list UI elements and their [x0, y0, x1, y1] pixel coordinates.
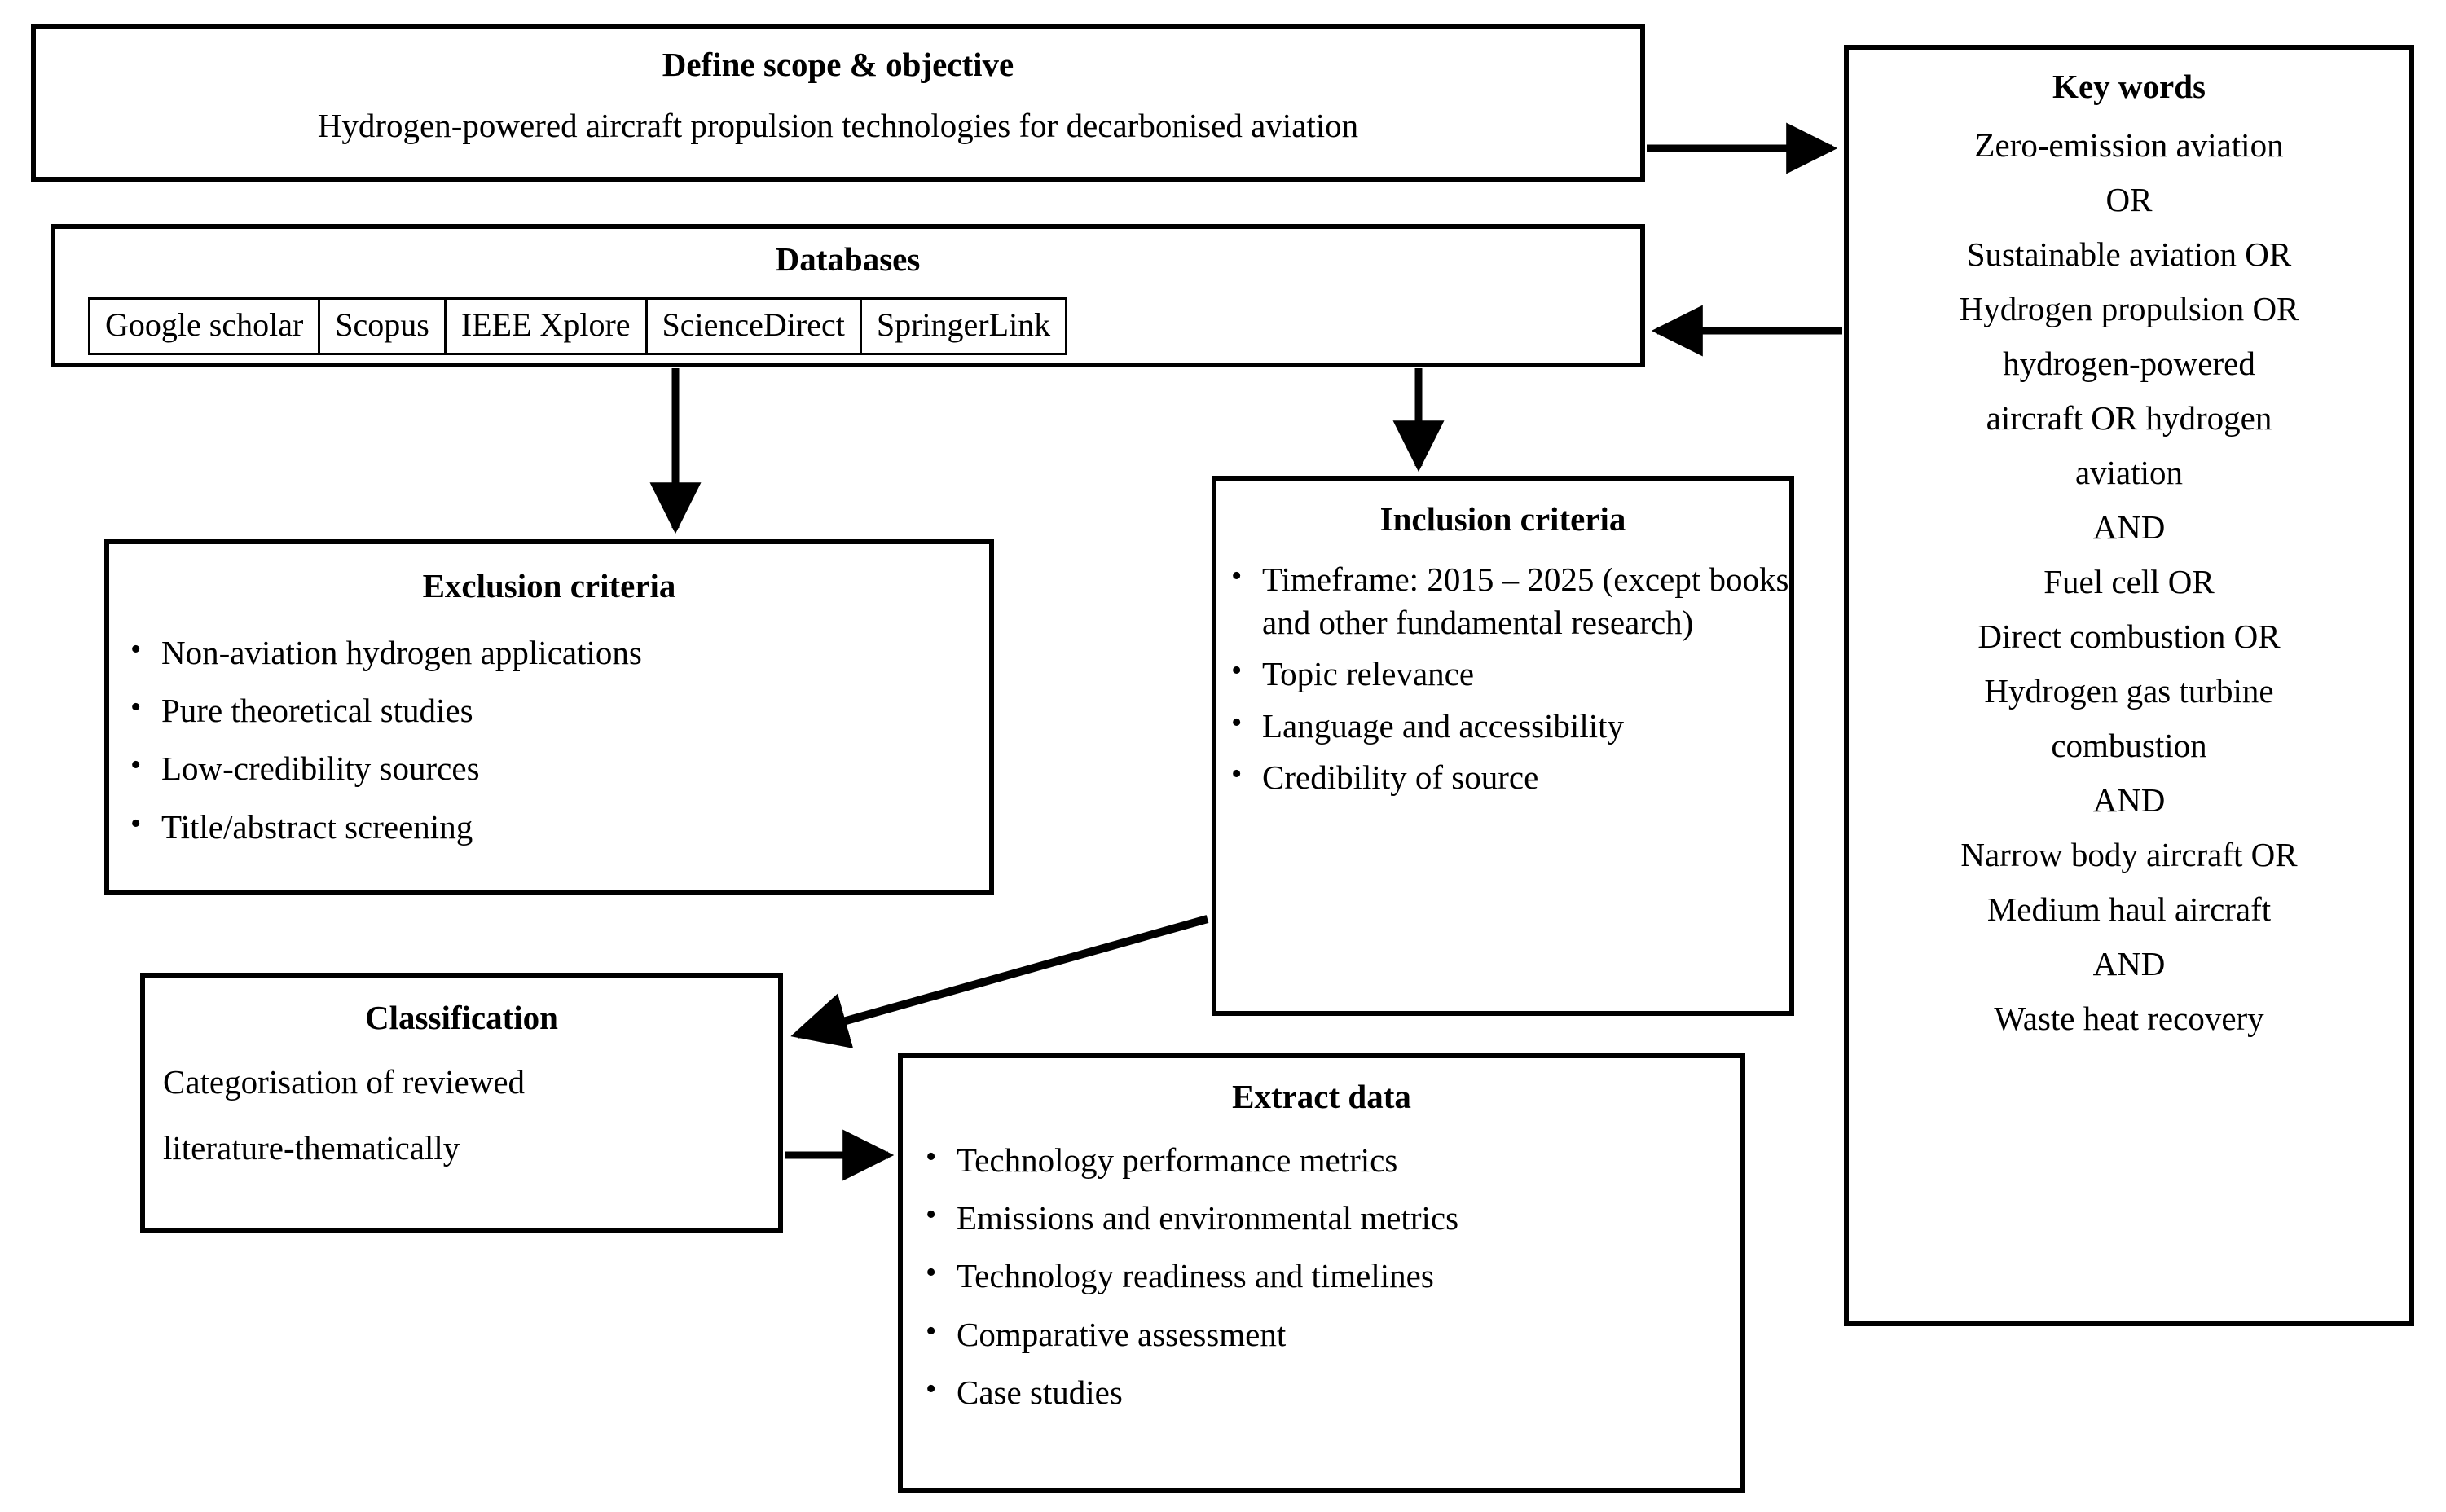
list-item: Title/abstract screening: [124, 804, 989, 849]
key-words-line: Fuel cell OR: [2043, 562, 2215, 600]
key-words-line: OR: [2105, 180, 2153, 218]
key-words-title: Key words: [2052, 68, 2206, 105]
key-words-line: AND: [2092, 508, 2166, 546]
exclusion-criteria-box[interactable]: Exclusion criteria Non-aviation hydrogen…: [104, 539, 994, 895]
database-cell-sciencedirect[interactable]: ScienceDirect: [648, 300, 862, 353]
define-scope-box[interactable]: Define scope & objective Hydrogen-powere…: [31, 24, 1645, 182]
key-words-line: AND: [2092, 944, 2166, 982]
list-item: Timeframe: 2015 – 2025 (except books and…: [1225, 556, 1789, 645]
extract-data-title: Extract data: [1232, 1078, 1411, 1115]
key-words-line: Sustainable aviation OR: [1966, 235, 2292, 273]
key-words-line: aviation: [2074, 453, 2184, 491]
key-words-line: Zero-emission aviation: [1974, 125, 2284, 164]
databases-title: Databases: [775, 240, 921, 278]
databases-table: Google scholar Scopus IEEE Xplore Scienc…: [88, 297, 1068, 355]
database-cell-ieee-xplore[interactable]: IEEE Xplore: [447, 300, 648, 353]
classification-box[interactable]: Classification Categorisation of reviewe…: [140, 973, 783, 1233]
list-item: Low-credibility sources: [124, 745, 989, 790]
list-item: Non-aviation hydrogen applications: [124, 630, 989, 675]
list-item: Pure theoretical studies: [124, 688, 989, 732]
classification-line-1: Categorisation of reviewed: [163, 1062, 526, 1101]
arrow-inclusion-to-classification: [790, 915, 1209, 1048]
list-item: Technology readiness and timelines: [919, 1253, 1740, 1298]
key-words-line: hydrogen-powered: [2003, 344, 2255, 382]
key-words-box[interactable]: Key words Zero-emission aviation OR Sust…: [1844, 45, 2414, 1326]
key-words-line: Waste heat recovery: [1994, 999, 2264, 1037]
classification-title: Classification: [365, 999, 558, 1036]
key-words-line: AND: [2092, 780, 2166, 819]
key-words-line: combustion: [2051, 726, 2207, 764]
classification-line-2: literature-thematically: [163, 1128, 460, 1167]
key-words-line: Direct combustion OR: [1977, 617, 2281, 655]
key-words-line: Medium haul aircraft: [1986, 890, 2272, 928]
databases-box[interactable]: Databases Google scholar Scopus IEEE Xpl…: [51, 224, 1645, 367]
list-item: Comparative assessment: [919, 1312, 1740, 1356]
list-item: Topic relevance: [1225, 651, 1789, 696]
exclusion-criteria-title: Exclusion criteria: [422, 567, 676, 604]
extract-data-box[interactable]: Extract data Technology performance metr…: [898, 1053, 1745, 1493]
list-item: Technology performance metrics: [919, 1137, 1740, 1182]
list-item: Language and accessibility: [1225, 703, 1789, 748]
define-scope-title: Define scope & objective: [662, 46, 1014, 83]
exclusion-criteria-list: Non-aviation hydrogen applications Pure …: [124, 630, 989, 849]
key-words-line: aircraft OR hydrogen: [1986, 398, 2272, 437]
inclusion-criteria-box[interactable]: Inclusion criteria Timeframe: 2015 – 202…: [1212, 476, 1794, 1016]
list-item: Case studies: [919, 1369, 1740, 1414]
key-words-line: Narrow body aircraft OR: [1960, 835, 2298, 873]
key-words-line: Hydrogen propulsion OR: [1959, 289, 2299, 327]
database-cell-scopus[interactable]: Scopus: [320, 300, 447, 353]
extract-data-list: Technology performance metrics Emissions…: [919, 1137, 1740, 1414]
database-cell-google-scholar[interactable]: Google scholar: [90, 300, 321, 353]
key-words-line: Hydrogen gas turbine: [1984, 671, 2274, 710]
list-item: Emissions and environmental metrics: [919, 1195, 1740, 1240]
list-item: Credibility of source: [1225, 754, 1789, 799]
inclusion-criteria-title: Inclusion criteria: [1379, 500, 1626, 538]
database-cell-springerlink[interactable]: SpringerLink: [876, 306, 1051, 343]
inclusion-criteria-list: Timeframe: 2015 – 2025 (except books and…: [1225, 556, 1789, 799]
define-scope-subtitle: Hydrogen-powered aircraft propulsion tec…: [317, 106, 1359, 144]
